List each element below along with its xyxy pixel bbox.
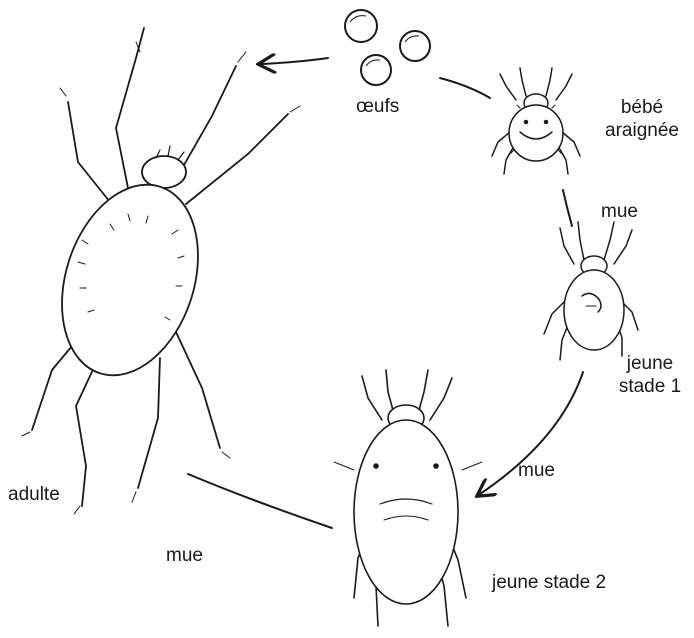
connector-eggs-to-baby xyxy=(440,78,490,98)
juvenile1-spider-illustration xyxy=(544,222,638,360)
eggs-illustration xyxy=(345,10,430,85)
juvenile2-spider-illustration xyxy=(334,370,482,626)
connector-baby-to-j1 xyxy=(563,190,572,226)
label-baby-spider-line1: bébé xyxy=(590,97,694,120)
arrow-eggs-to-adult xyxy=(262,58,328,64)
label-juvenile2: jeune stade 2 xyxy=(492,572,606,595)
label-adult: adulte xyxy=(8,484,60,507)
label-baby-spider: bébé araignée xyxy=(590,97,694,143)
label-eggs: œufs xyxy=(356,96,399,119)
connector-j2-to-adult xyxy=(188,474,332,528)
label-juvenile1-line1: jeune xyxy=(606,353,694,376)
label-juvenile1-line2: stade 1 xyxy=(606,376,694,399)
egg xyxy=(345,10,377,42)
label-molt-j1-to-j2: mue xyxy=(518,460,555,483)
label-juvenile1: jeune stade 1 xyxy=(606,353,694,399)
adult-spider-illustration xyxy=(22,28,300,514)
label-baby-spider-line2: araignée xyxy=(590,120,694,143)
label-molt-j2-to-adult: mue xyxy=(166,545,203,568)
label-molt-baby-to-j1: mue xyxy=(601,201,638,224)
baby-spider-illustration xyxy=(492,68,580,174)
